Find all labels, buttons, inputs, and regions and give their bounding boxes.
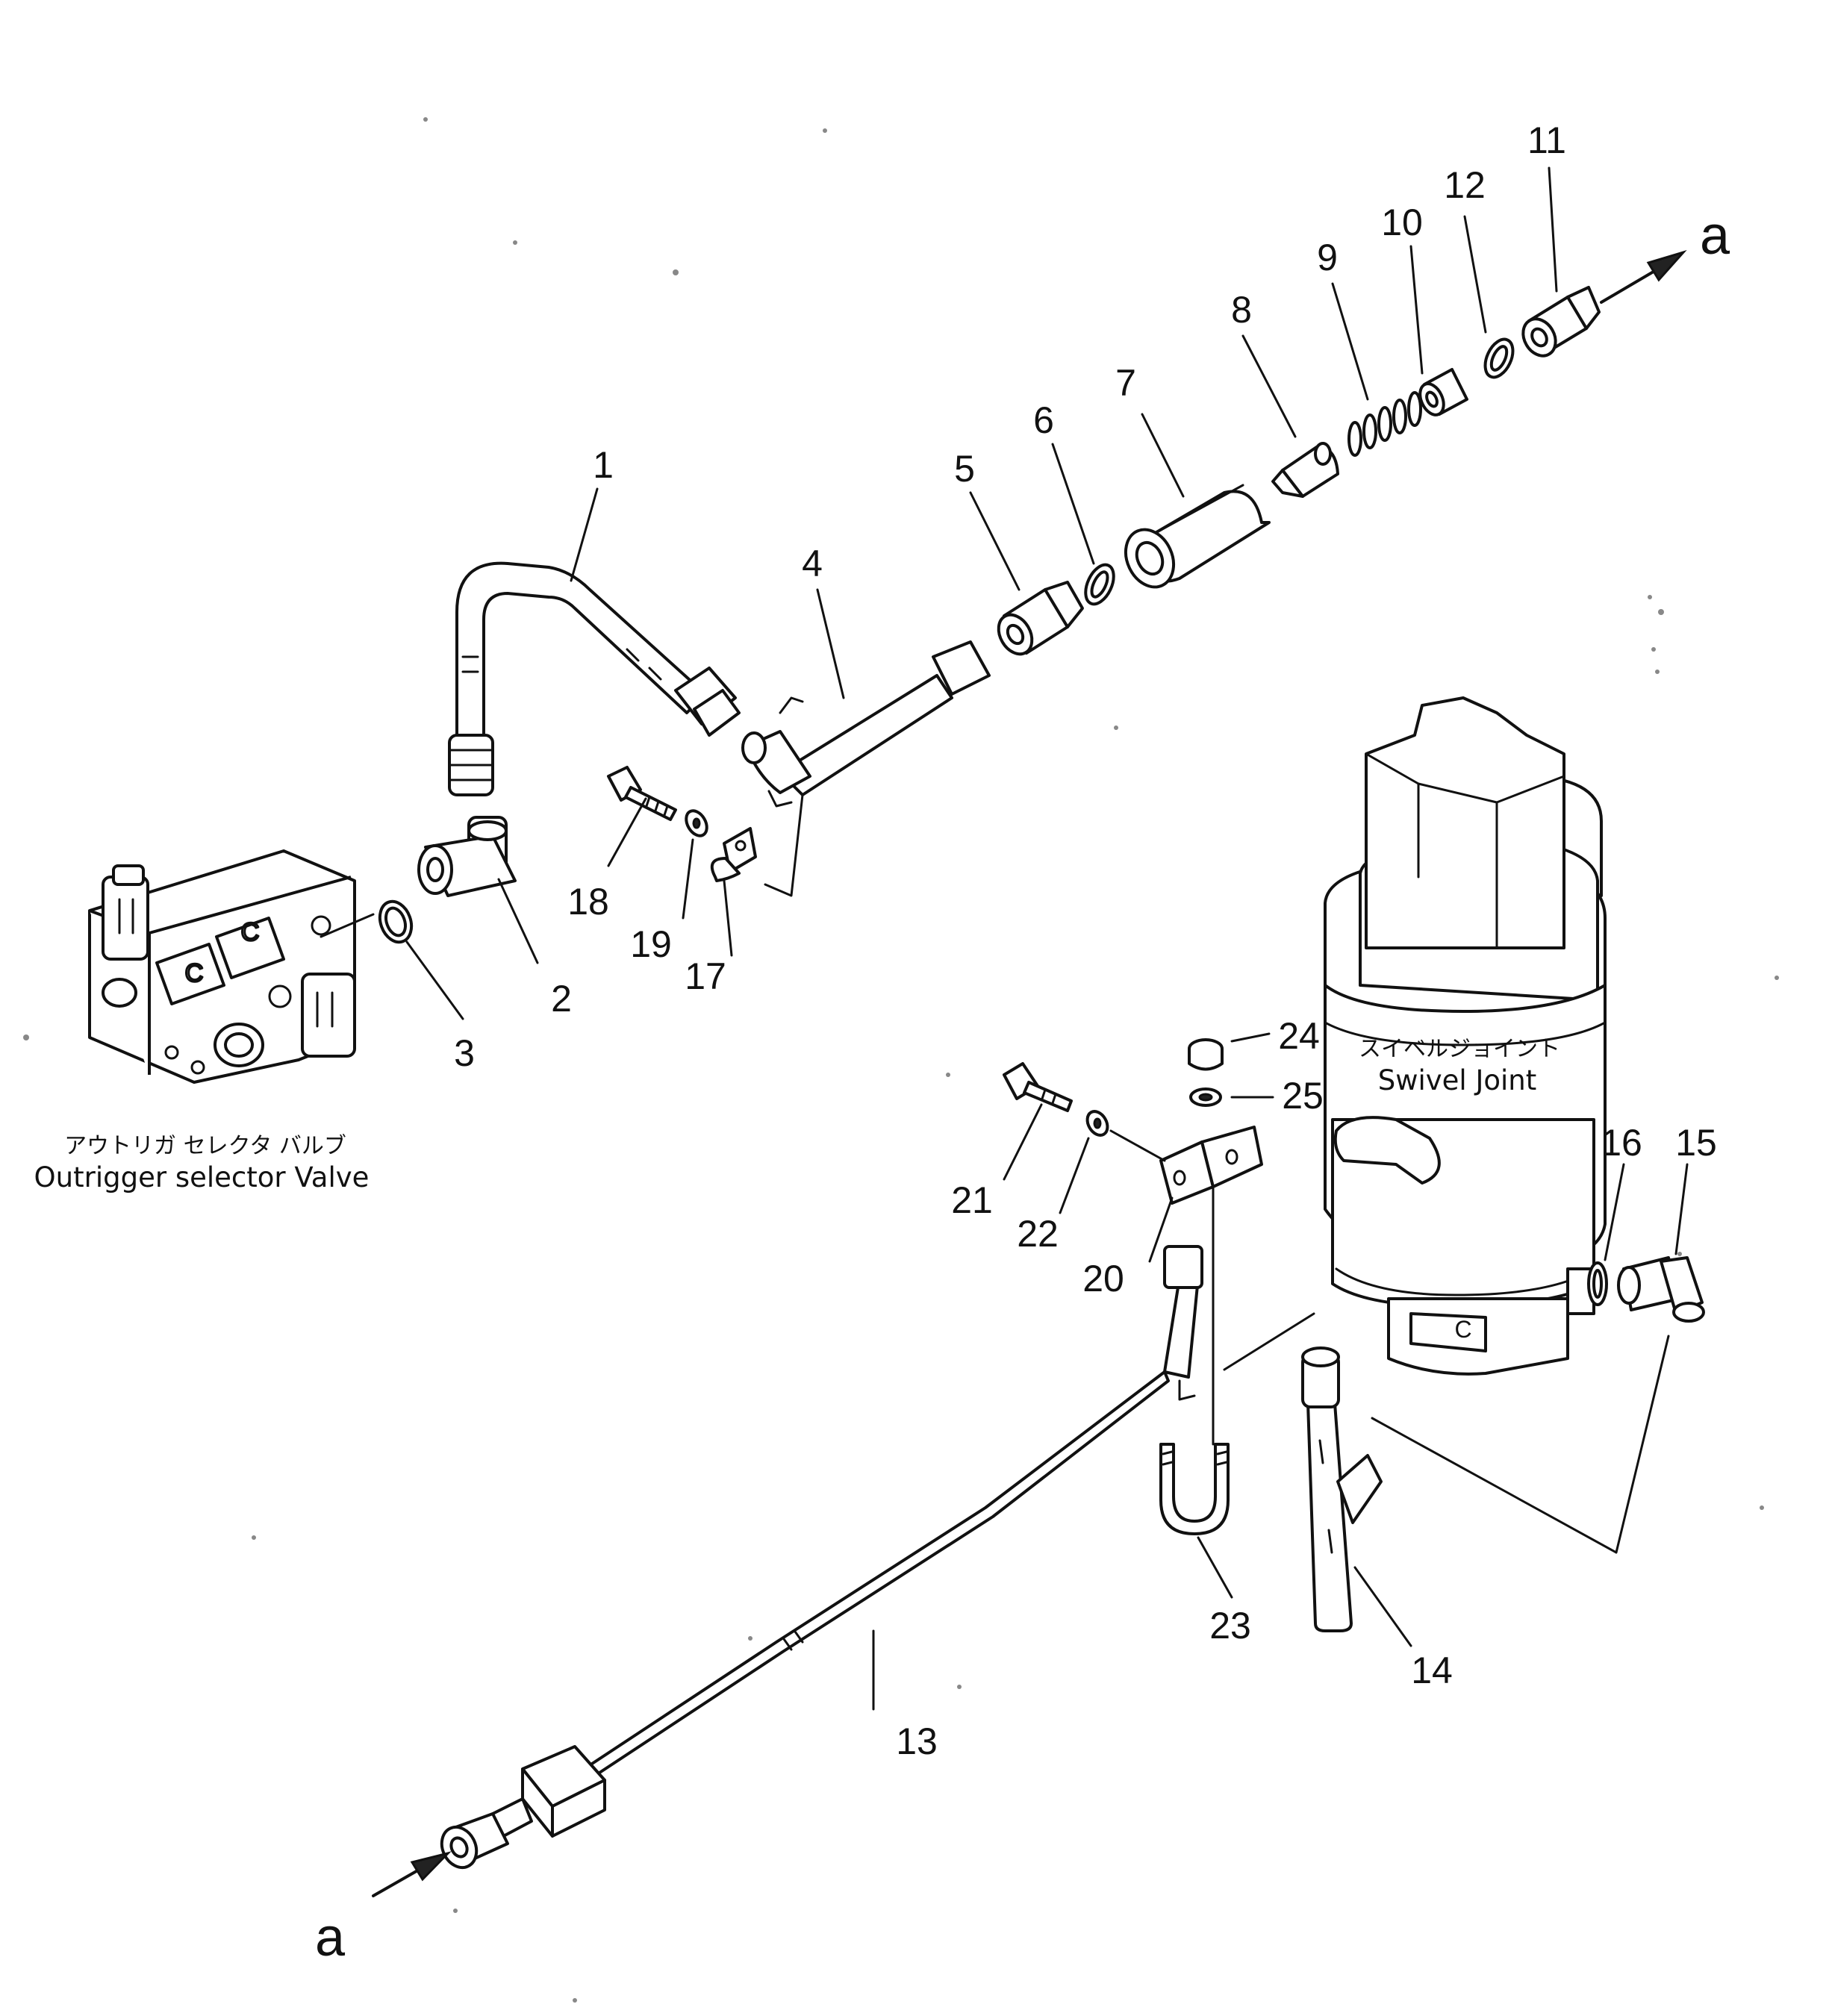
valve-c-mark-1: C bbox=[185, 959, 204, 987]
callout-11: 11 bbox=[1527, 119, 1566, 161]
callout-22: 22 bbox=[1017, 1213, 1059, 1255]
callout-12: 12 bbox=[1444, 164, 1486, 206]
callout-numbers: 1 2 3 4 5 6 7 8 9 10 11 12 13 14 15 16 1… bbox=[315, 119, 1730, 1967]
o-ring-part-16 bbox=[1587, 1261, 1608, 1306]
callout-6: 6 bbox=[1033, 399, 1054, 441]
callout-8: 8 bbox=[1231, 289, 1252, 331]
callout-15: 15 bbox=[1675, 1122, 1717, 1164]
callout-24: 24 bbox=[1278, 1015, 1320, 1057]
callout-3: 3 bbox=[454, 1032, 475, 1074]
leader-lines bbox=[320, 166, 1689, 1711]
o-ring-part-6 bbox=[1084, 563, 1115, 606]
spacer-part-10 bbox=[1418, 368, 1468, 416]
callout-23: 23 bbox=[1209, 1605, 1251, 1647]
valve-label-english: Outrigger selector Valve bbox=[34, 1161, 370, 1193]
swivel-label-japanese: スイベルジョイント bbox=[1359, 1036, 1560, 1062]
callout-1: 1 bbox=[593, 444, 614, 486]
o-ring-part-3 bbox=[378, 899, 414, 944]
callout-18: 18 bbox=[567, 881, 609, 923]
poppet-part-8 bbox=[1271, 442, 1339, 498]
elbow-fitting-part-2 bbox=[417, 816, 517, 897]
tube-part-1 bbox=[448, 561, 741, 796]
callout-4: 4 bbox=[802, 543, 823, 584]
callout-9: 9 bbox=[1317, 237, 1338, 278]
callout-21: 21 bbox=[951, 1179, 993, 1221]
callout-7: 7 bbox=[1115, 362, 1136, 404]
callout-16: 16 bbox=[1601, 1122, 1642, 1164]
valve-label-japanese: アウトリガ セレクタ バルブ bbox=[64, 1133, 346, 1159]
bolt-part-18 bbox=[607, 766, 677, 821]
connector-part-5 bbox=[997, 581, 1084, 656]
u-bolt-part-23 bbox=[1159, 1443, 1230, 1535]
tube-fitting-part-4 bbox=[741, 640, 991, 808]
washer-part-19 bbox=[685, 809, 708, 837]
valve-housing-part-7 bbox=[1124, 484, 1271, 589]
callout-20: 20 bbox=[1082, 1258, 1124, 1299]
hose-14-to-fitting-15-link bbox=[1371, 1335, 1670, 1554]
swivel-c-mark: C bbox=[1454, 1316, 1471, 1343]
bolt-part-21 bbox=[1003, 1062, 1073, 1112]
tube-part-13 bbox=[440, 1245, 1203, 1870]
callout-17: 17 bbox=[685, 955, 726, 997]
scan-speckle bbox=[23, 117, 1779, 2003]
clamp-part-17 bbox=[710, 827, 757, 882]
flow-arrow-to-a bbox=[1600, 250, 1687, 304]
elbow-fitting-part-15 bbox=[1617, 1256, 1705, 1323]
callout-19: 19 bbox=[630, 923, 672, 965]
callout-5: 5 bbox=[954, 448, 975, 490]
washer-part-25 bbox=[1189, 1087, 1222, 1107]
callout-25: 25 bbox=[1282, 1075, 1324, 1117]
swivel-label-english: Swivel Joint bbox=[1378, 1064, 1537, 1096]
spring-part-9 bbox=[1347, 391, 1422, 457]
washer-part-22 bbox=[1085, 1110, 1109, 1137]
outrigger-selector-valve: C C bbox=[88, 849, 356, 1084]
flow-arrow-from-a bbox=[372, 1851, 452, 1897]
valve-c-mark-2: C bbox=[241, 918, 260, 946]
callout-2: 2 bbox=[551, 978, 572, 1020]
connection-mark-top: a bbox=[1700, 206, 1730, 266]
bracket-part-20 bbox=[1159, 1126, 1263, 1205]
swivel-joint: C スイベルジョイント Swivel Joint bbox=[1324, 696, 1607, 1376]
valve-caption: アウトリガ セレクタ バルブ Outrigger selector Valve bbox=[34, 1133, 370, 1193]
callout-14: 14 bbox=[1411, 1650, 1453, 1691]
o-ring-part-12 bbox=[1483, 337, 1515, 379]
connection-mark-bottom: a bbox=[315, 1908, 346, 1967]
hose-part-14 bbox=[1301, 1346, 1383, 1632]
callout-10: 10 bbox=[1381, 202, 1423, 243]
plug-part-11 bbox=[1521, 286, 1601, 358]
nut-part-24 bbox=[1188, 1038, 1224, 1071]
callout-13: 13 bbox=[896, 1720, 938, 1762]
